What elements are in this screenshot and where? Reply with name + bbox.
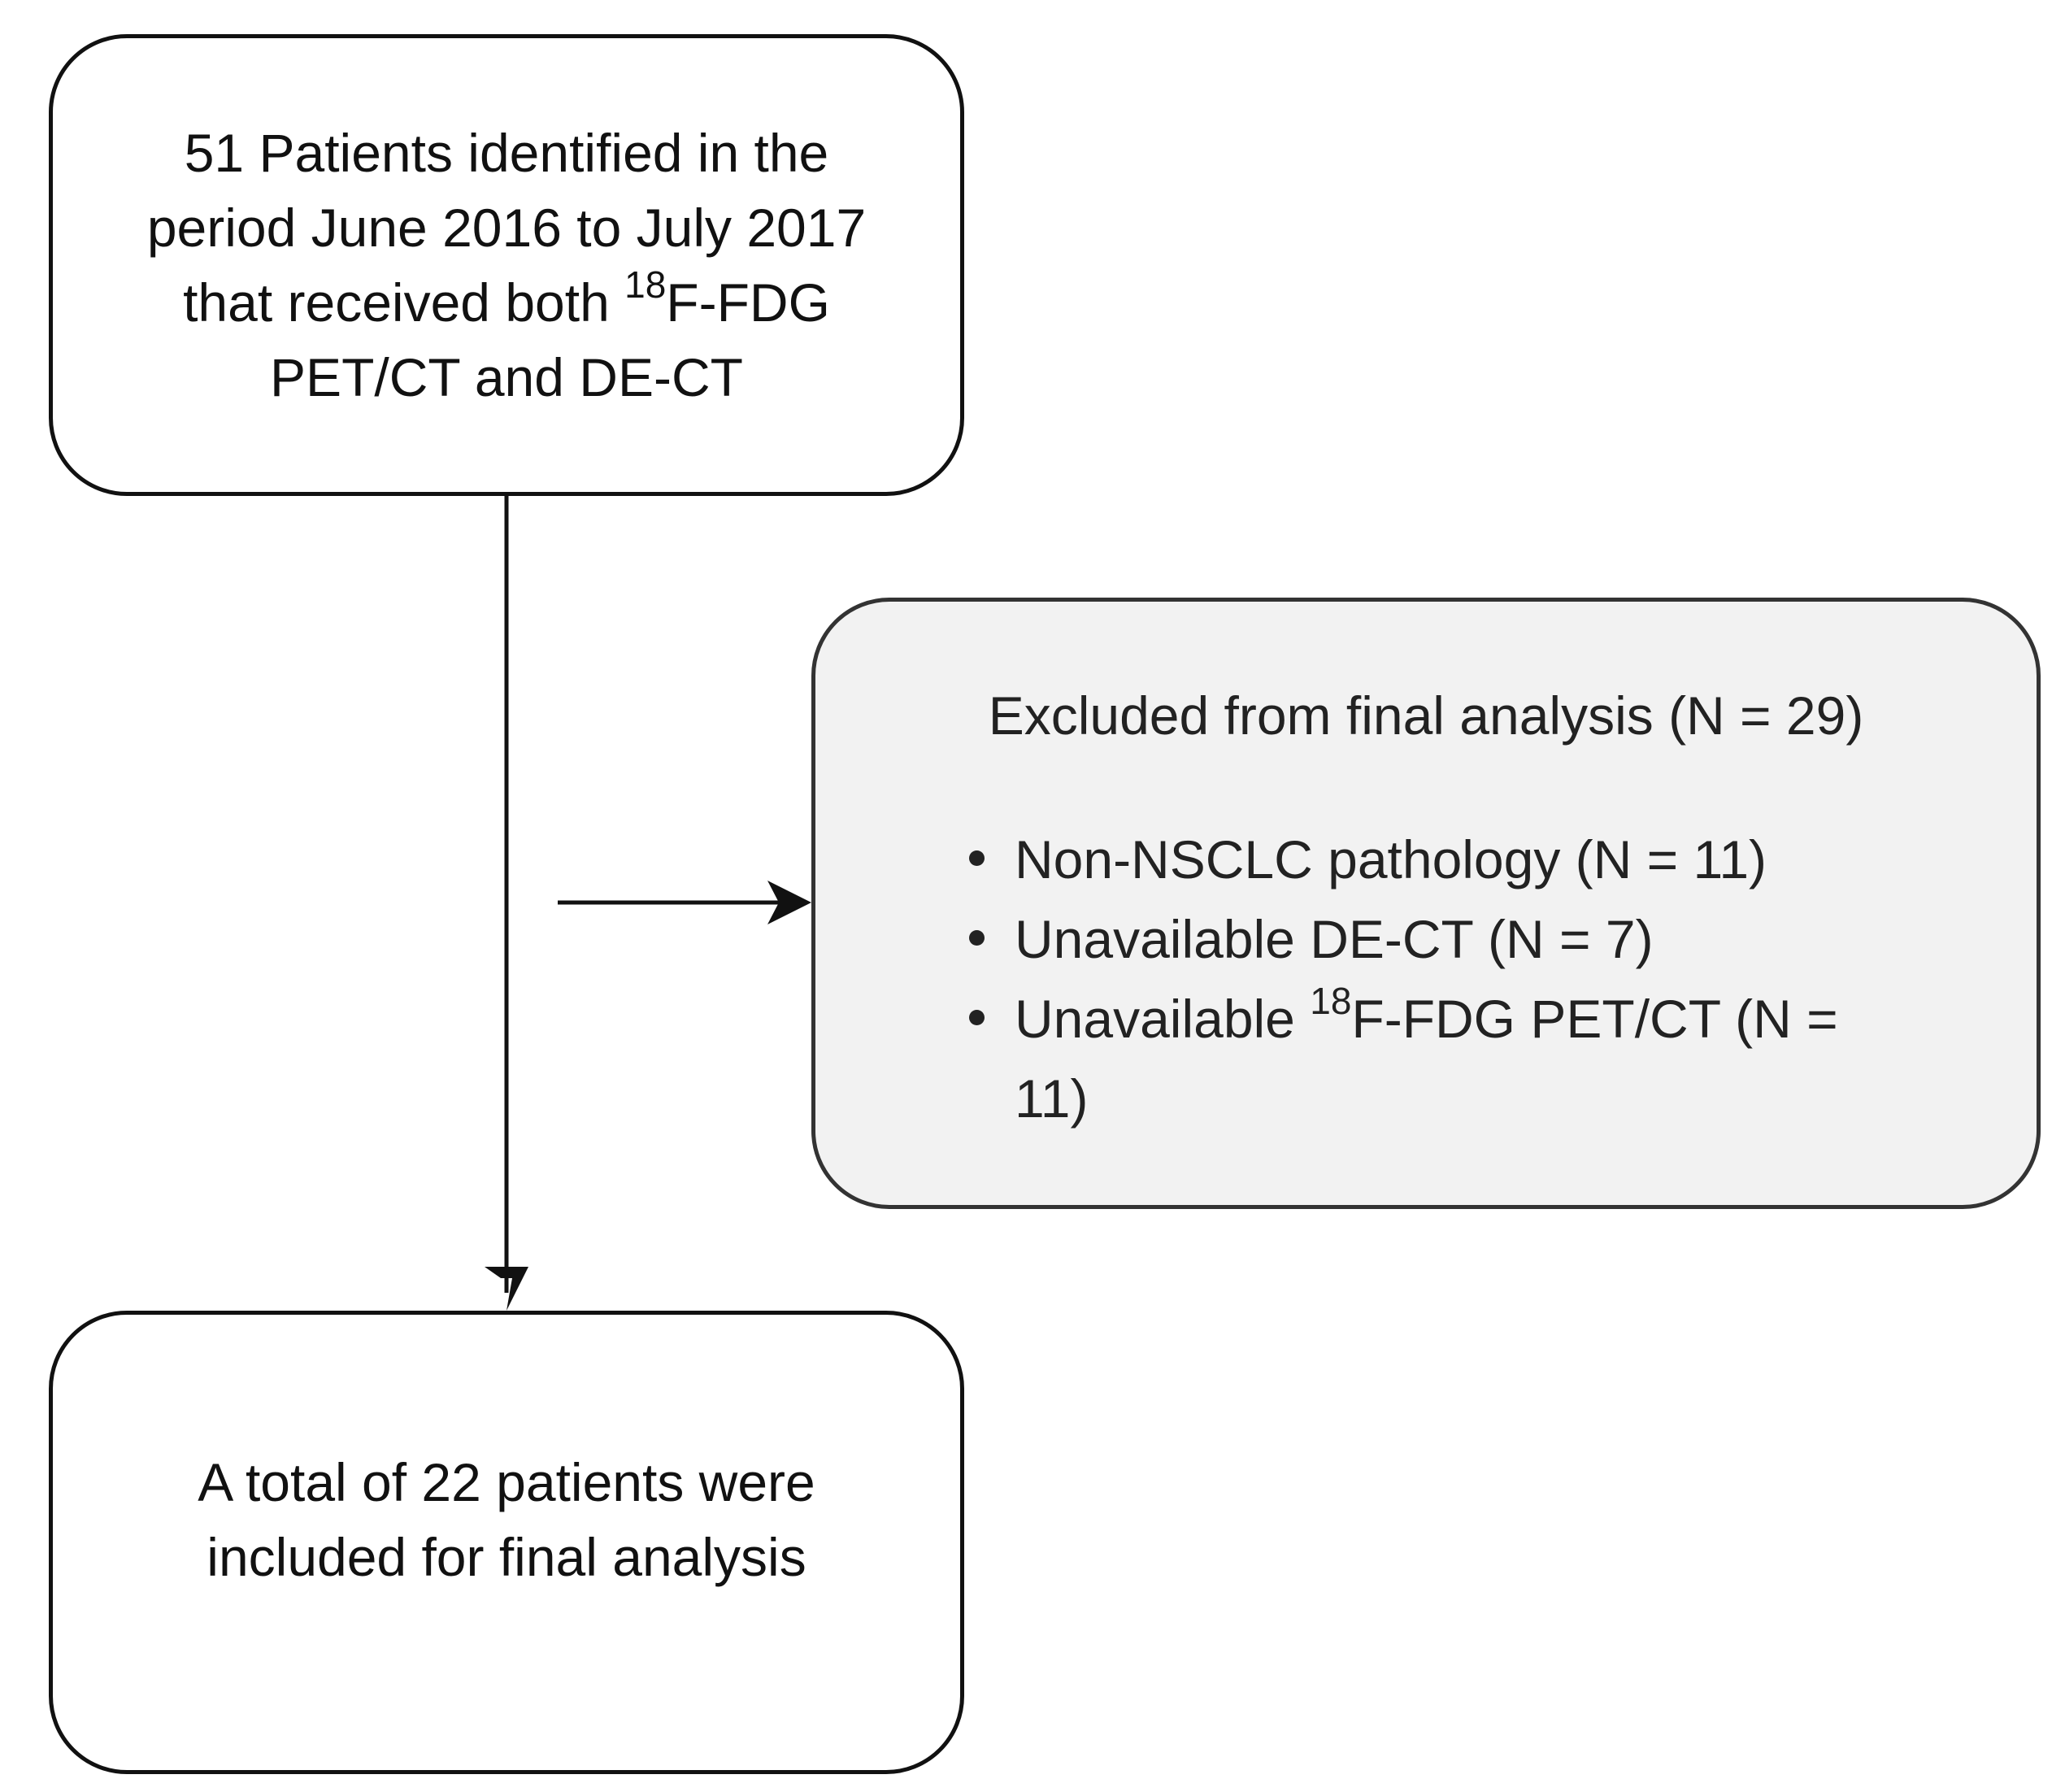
exclusion-item-text: Unavailable DE-CT (N = 7): [1015, 909, 1654, 969]
identified-line-2: period June 2016 to July 2017: [146, 198, 867, 258]
included-patients-box: A total of 22 patients were included for…: [49, 1311, 964, 1774]
exclusion-item-text: Non-NSCLC pathology (N = 11): [1015, 829, 1767, 889]
excluded-heading: Excluded from final analysis (N = 29): [988, 685, 1864, 746]
included-line-2: included for final analysis: [206, 1527, 806, 1587]
exclusion-item-pre: Unavailable: [1015, 989, 1311, 1049]
included-line-1: A total of 22 patients were: [198, 1452, 815, 1512]
identified-line-3-post: F-FDG: [666, 272, 830, 333]
exclusion-item-post: F-FDG PET/CT (N =: [1351, 989, 1838, 1049]
bullet-icon: [969, 850, 985, 866]
included-patients-text: A total of 22 patients were included for…: [53, 1445, 960, 1594]
identified-patients-text: 51 Patients identified in the period Jun…: [53, 115, 960, 415]
exclusion-item-unavailable-petct: Unavailable 18F-FDG PET/CT (N = 11): [969, 979, 2015, 1138]
identified-line-1: 51 Patients identified in the: [184, 123, 829, 183]
identified-line-3: that received both 18F-FDG: [53, 265, 960, 340]
down-arrowhead: [485, 1267, 528, 1311]
exclusion-item-non-nsclc: Non-NSCLC pathology (N = 11): [969, 820, 2015, 899]
isotope-superscript: 18: [624, 263, 667, 306]
excluded-box: Excluded from final analysis (N = 29) No…: [811, 598, 2041, 1209]
right-arrowhead: [767, 881, 811, 924]
exclusion-list: Non-NSCLC pathology (N = 11) Unavailable…: [969, 820, 2015, 1138]
identified-line-4: PET/CT and DE-CT: [270, 347, 743, 407]
identified-line-3-pre: that received both: [183, 272, 625, 333]
exclusion-item-unavailable-dect: Unavailable DE-CT (N = 7): [969, 899, 2015, 979]
identified-patients-box: 51 Patients identified in the period Jun…: [49, 34, 964, 496]
isotope-superscript: 18: [1310, 980, 1352, 1022]
exclusion-item-continuation: 11): [1015, 1068, 1089, 1129]
bullet-icon: [969, 1010, 985, 1025]
bullet-icon: [969, 930, 985, 946]
